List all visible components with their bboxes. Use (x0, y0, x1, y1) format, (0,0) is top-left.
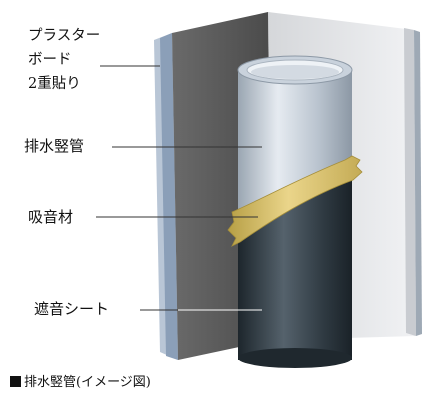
pipe-top-opening (237, 55, 353, 85)
pipe-bottom (238, 348, 352, 368)
figure-caption-text: 排水竪管(イメージ図) (24, 375, 151, 390)
black-square-icon (10, 376, 21, 387)
plaster-board-label: プラスター ボード 2重貼り (28, 24, 100, 96)
sound-absorber-label: 吸音材 (28, 208, 74, 226)
drain-pipe-label: 排水竪管 (24, 137, 85, 155)
plaster-board-label-line3: 2重貼り (28, 76, 81, 92)
sound-absorber-band (227, 155, 363, 247)
plaster-board-label-line2: ボード (28, 52, 72, 68)
sound-insulation-sheet-label: 遮音シート (34, 300, 110, 318)
figure-caption: 排水竪管(イメージ図) (10, 374, 151, 392)
plaster-board-label-line1: プラスター (28, 28, 101, 44)
